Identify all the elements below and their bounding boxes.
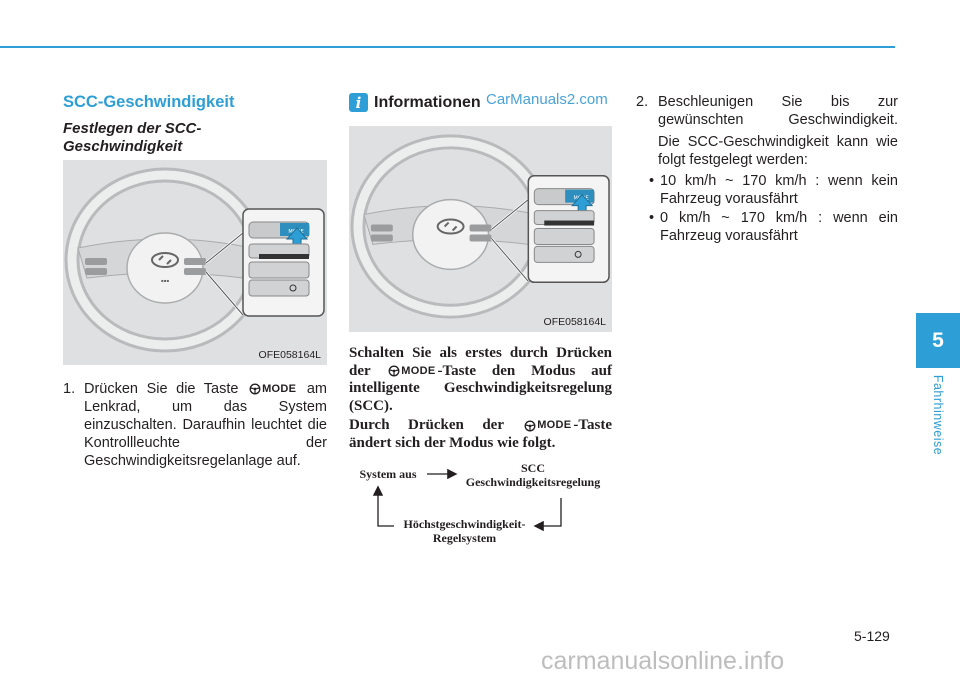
info-p1-before: Schalten Sie als erstes durch Drücken de…: [349, 345, 612, 379]
chapter-label-text: Fahrhinweise: [931, 374, 945, 456]
figure-code: OFE058164L: [258, 349, 321, 361]
mode-scc-line1: SCC: [520, 461, 545, 475]
mode-button-symbol: MODE: [249, 380, 296, 398]
steering-wheel-illustration: MODE: [350, 134, 610, 319]
page-number: 5-129: [854, 628, 890, 644]
mode-label: MODE: [401, 364, 436, 377]
watermark-top: CarManuals2.com: [486, 91, 608, 108]
mode-cycle-diagram: System aus SCC Geschwindigkeitsregelung …: [349, 458, 612, 558]
steering-wheel-icon: [524, 420, 536, 432]
header-rule: [0, 46, 895, 48]
info-paragraph-2: Durch Drücken der MODE -Taste ändert sic…: [349, 417, 612, 452]
steering-wheel-icon: [249, 383, 261, 395]
mode-button-symbol: MODE: [388, 363, 435, 381]
step-number: 1.: [63, 381, 76, 397]
info-p2-before: Durch Drücken der: [349, 417, 504, 434]
step-number: 2.: [636, 94, 649, 110]
mode-cycle-arrows: [372, 468, 562, 532]
info-p1-after: -Taste den Modus auf intelligente Geschw…: [349, 362, 612, 414]
bullet-item: • 10 km/h ~ 170 km/h : wenn kein Fahrzeu…: [649, 172, 898, 208]
info-paragraph-1: Schalten Sie als erstes durch Drücken de…: [349, 345, 612, 415]
mode-label: MODE: [262, 383, 297, 396]
mode-label: MODE: [537, 419, 572, 431]
step-2-paragraph: Die SCC-Geschwindigkeit kann wie folgt f…: [658, 134, 898, 168]
figure-code: OFE058164L: [543, 316, 606, 328]
steering-wheel-figure: ▪▪▪ MODE OFE058164L: [63, 160, 327, 365]
section-title: SCC-Geschwindigkeit: [63, 93, 235, 111]
subsection-title: Festlegen der SCC-Geschwindigkeit: [63, 120, 202, 155]
step-text-before: Drücken Sie die Taste: [84, 381, 239, 397]
mode-speed-limiter: Höchstgeschwindigkeit- Regelsystem: [382, 517, 547, 545]
bullet-dot: •: [649, 210, 655, 226]
bullet-text: 0 km/h ~ 170 km/h : wenn ein Fahrzeug vo…: [660, 210, 898, 244]
info-icon: i: [349, 93, 368, 112]
step-2: 2. Beschleunigen Sie bis zur gewünschten…: [636, 93, 898, 129]
chapter-label: Fahrhinweise: [916, 370, 960, 460]
watermark-bottom: carmanualsonline.info: [541, 647, 785, 675]
steering-wheel-illustration: ▪▪▪ MODE: [64, 167, 325, 353]
bullet-text: 10 km/h ~ 170 km/h : wenn kein Fahrzeug …: [660, 173, 898, 207]
info-title: Informationen: [374, 93, 481, 111]
mode-button-symbol: MODE: [524, 417, 571, 435]
step-2-text: Beschleunigen Sie bis zur gewünschten Ge…: [658, 94, 898, 128]
mode-limiter-line1: Höchstgeschwindigkeit-: [403, 517, 526, 531]
info-p2-after: -Taste ändert sich der Modus wie folgt.: [349, 417, 613, 451]
bullet-item: • 0 km/h ~ 170 km/h : wenn ein Fahrzeug …: [649, 209, 898, 245]
step-1: 1. Drücken Sie die Taste MODE am Lenkrad…: [63, 380, 327, 470]
info-header: i Informationen: [349, 93, 481, 112]
svg-text:▪▪▪: ▪▪▪: [161, 278, 169, 283]
mode-system-off: System aus: [359, 467, 417, 481]
steering-wheel-icon: [388, 365, 400, 377]
mode-scc: SCC Geschwindigkeitsregelung: [448, 461, 618, 489]
bullet-dot: •: [649, 173, 655, 189]
steering-wheel-figure-2: MODE OFE058164L: [349, 126, 612, 332]
mode-scc-line2: Geschwindigkeitsregelung: [465, 475, 601, 489]
chapter-tab: 5: [916, 313, 960, 368]
step-text-after: am Lenkrad, um das System einzuschalten.…: [84, 381, 328, 470]
mode-limiter-line2: Regelsystem: [432, 531, 497, 545]
